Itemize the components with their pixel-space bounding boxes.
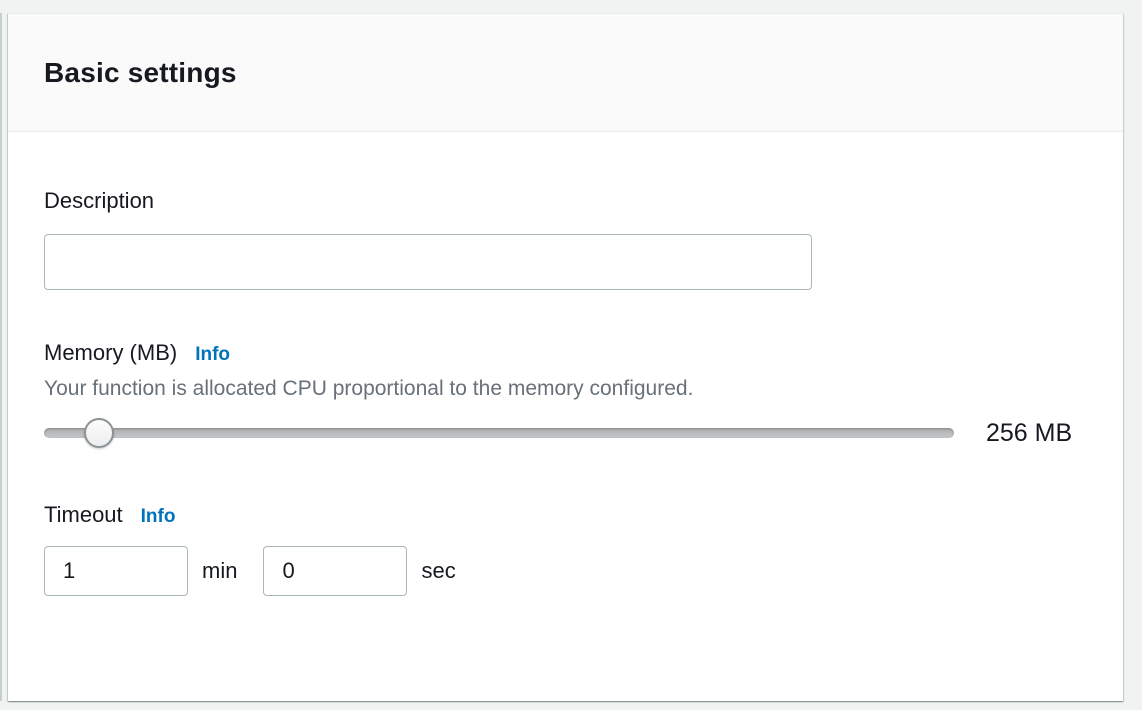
memory-value-label: 256 MB [986, 418, 1073, 447]
description-label: Description [44, 188, 155, 213]
timeout-field-group: Timeout Info min sec [44, 502, 1087, 596]
memory-slider-row: 256 MB [44, 416, 1087, 450]
timeout-minutes-input[interactable] [44, 546, 188, 596]
clipped-left-edge [0, 13, 2, 701]
memory-slider-thumb[interactable] [84, 418, 114, 448]
timeout-seconds-unit-label: sec [421, 558, 456, 583]
timeout-inputs-row: min sec [44, 546, 1087, 596]
basic-settings-panel: Basic settings Description Memory (MB) I… [8, 13, 1123, 701]
timeout-info-link[interactable]: Info [140, 506, 176, 527]
panel-body: Description Memory (MB) Info Your functi… [8, 132, 1123, 596]
timeout-label: Timeout [44, 502, 123, 527]
panel-header: Basic settings [8, 14, 1123, 132]
memory-slider-track[interactable] [44, 428, 954, 438]
memory-field-group: Memory (MB) Info Your function is alloca… [44, 340, 1087, 450]
timeout-seconds-input[interactable] [263, 546, 408, 596]
description-input[interactable] [44, 234, 812, 290]
description-field-group: Description [44, 188, 1087, 290]
memory-label-row: Memory (MB) Info [44, 340, 1087, 366]
memory-helper-text: Your function is allocated CPU proportio… [44, 377, 694, 400]
memory-info-link[interactable]: Info [195, 344, 231, 365]
panel-title: Basic settings [44, 56, 237, 88]
timeout-minutes-unit-label: min [202, 558, 238, 583]
timeout-label-row: Timeout Info [44, 502, 1087, 528]
memory-slider[interactable] [44, 416, 954, 450]
memory-label: Memory (MB) [44, 340, 178, 365]
